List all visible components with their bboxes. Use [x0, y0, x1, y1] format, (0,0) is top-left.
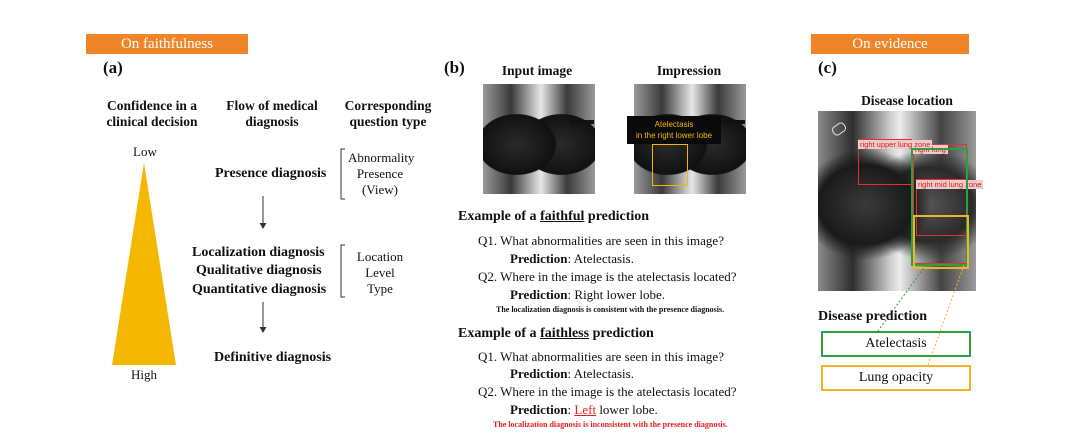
qualitative-diagnosis: Qualitative diagnosis: [196, 263, 322, 278]
heading-faithful-word: faithful: [540, 209, 585, 224]
impression-label-line-2: in the right lower lobe: [635, 131, 713, 140]
faithless-q2: Q2. Where in the image is the atelectasi…: [478, 384, 737, 399]
question-type-presence: Presence: [356, 166, 404, 181]
impression-bbox: [652, 144, 688, 186]
xray-marker: [570, 120, 594, 124]
faithful-q2: Q2. Where in the image is the atelectasi…: [478, 269, 737, 284]
low-label: Low: [133, 144, 157, 159]
quantitative-diagnosis: Quantitative diagnosis: [192, 282, 327, 297]
prediction-text: : Right lower lobe.: [567, 287, 666, 302]
question-type-view: (View): [361, 182, 399, 197]
presence-diagnosis: Presence diagnosis: [215, 166, 327, 181]
faithful-q1: Q1. What abnormalities are seen in this …: [478, 233, 724, 248]
lung-opacity-region-box: [913, 215, 969, 269]
heading-suffix: prediction: [584, 209, 650, 224]
faithful-example-heading: Example of a faithful prediction: [458, 209, 649, 225]
right-mid-lung-label: right mid lung zone: [916, 180, 984, 189]
prediction-label: Prediction: [510, 402, 568, 417]
right-upper-lung-label: right upper lung zone: [858, 140, 933, 149]
panel-c-letter: (c): [818, 58, 837, 77]
prediction-text: : Atelectasis.: [567, 251, 634, 266]
faithfulness-banner: On faithfulness: [86, 34, 248, 54]
question-type-header: Corresponding question type: [344, 98, 432, 129]
heading-faithless-word: faithless: [540, 326, 590, 341]
confidence-header: Confidence in a clinical decision: [106, 98, 198, 129]
question-type-abnormality: Abnormality: [348, 150, 415, 165]
impression-label-line-1: Atelectasis: [654, 120, 694, 129]
disease-location-title: Disease location: [861, 93, 953, 108]
heading-prefix: Example of a: [458, 209, 541, 224]
prediction-label: Prediction: [510, 287, 568, 302]
definitive-diagnosis: Definitive diagnosis: [214, 350, 332, 365]
prediction-atelectasis: Atelectasis: [821, 331, 971, 357]
faithless-pred2: Prediction: Left lower lobe.: [510, 402, 658, 418]
prediction-lung-opacity: Lung opacity: [821, 365, 971, 391]
flow-header: Flow of medical diagnosis: [226, 98, 318, 129]
presence-bracket: [340, 148, 345, 200]
faithless-example-heading: Example of a faithless prediction: [458, 326, 654, 342]
disease-prediction-title: Disease prediction: [818, 309, 928, 324]
input-image-title: Input image: [501, 63, 573, 78]
prediction-text: lower lobe.: [596, 402, 658, 417]
input-xray-image: [483, 84, 595, 194]
localization-diagnosis: Localization diagnosis: [192, 245, 325, 260]
atelectasis-region-box: [911, 148, 968, 266]
prediction-label: Prediction: [510, 366, 568, 381]
inconsistent-note: The localization diagnosis is inconsiste…: [493, 420, 728, 429]
question-type-type: Type: [367, 281, 393, 296]
faithless-pred1: Prediction: Atelectasis.: [510, 366, 634, 382]
high-label: High: [131, 367, 157, 382]
question-type-level: Level: [365, 265, 395, 280]
faithless-q1: Q1. What abnormalities are seen in this …: [478, 349, 724, 364]
evidence-banner: On evidence: [811, 34, 969, 54]
evidence-connectors: [877, 265, 965, 366]
panel-b-letter: (b): [444, 58, 465, 77]
heading-prefix: Example of a: [458, 326, 541, 341]
consistent-note: The localization diagnosis is consistent…: [496, 305, 725, 314]
chest-xray-image: right lung right upper lung zone right m…: [818, 111, 984, 291]
prediction-label: Prediction: [510, 251, 568, 266]
xray-marker: [721, 120, 745, 124]
flow-arrow-1: [259, 196, 267, 229]
impression-title: Impression: [656, 63, 722, 78]
prediction-text: :: [567, 402, 575, 417]
faithful-pred2: Prediction: Right lower lobe.: [510, 287, 665, 303]
confidence-triangle: [112, 163, 176, 365]
heading-suffix: prediction: [589, 326, 654, 341]
faithful-pred1: Prediction: Atelectasis.: [510, 251, 634, 267]
question-type-location: Location: [356, 249, 404, 264]
localization-bracket: [340, 244, 345, 298]
flow-arrow-2: [259, 302, 267, 333]
prediction-text: : Atelectasis.: [567, 366, 634, 381]
panel-a-letter: (a): [103, 58, 123, 77]
xray-clip-icon: [830, 120, 848, 138]
prediction-left-word: Left: [574, 402, 597, 417]
impression-label-box: Atelectasis in the right lower lobe: [627, 116, 721, 144]
